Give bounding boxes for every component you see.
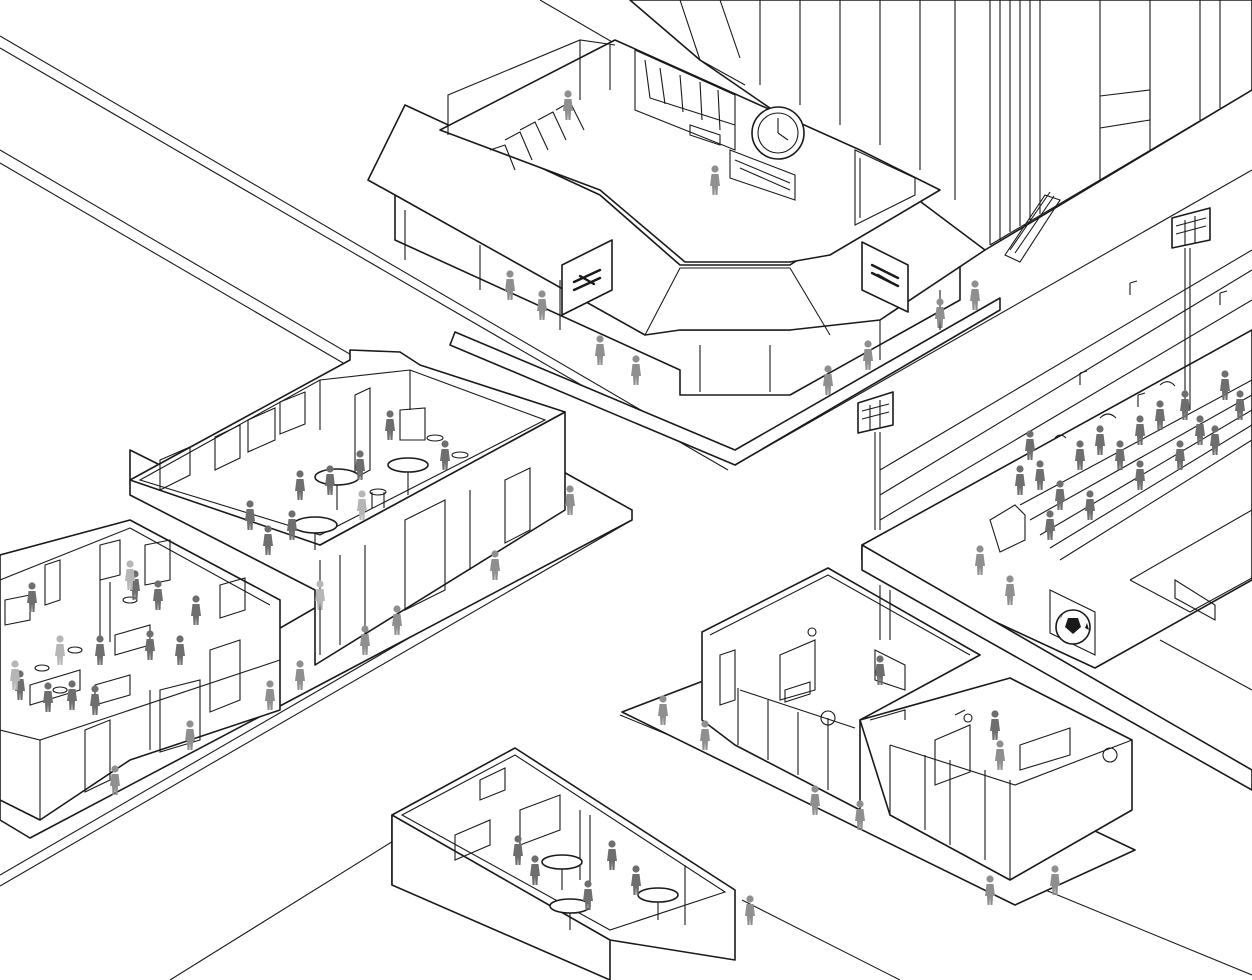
cafe — [391, 747, 736, 980]
national-rail-sign-right — [861, 241, 909, 313]
music-note-icons — [1054, 280, 1228, 439]
high-rise-tower — [629, 0, 1252, 263]
football-stadium — [857, 207, 1252, 791]
floodlight-left — [857, 391, 894, 530]
national-rail-sign-left — [561, 239, 613, 316]
station-clock — [751, 106, 805, 160]
pub-restaurant-block — [0, 349, 633, 839]
terraced-houses — [621, 567, 1136, 906]
football-icon — [1055, 609, 1091, 645]
floodlight-right — [1171, 207, 1211, 410]
